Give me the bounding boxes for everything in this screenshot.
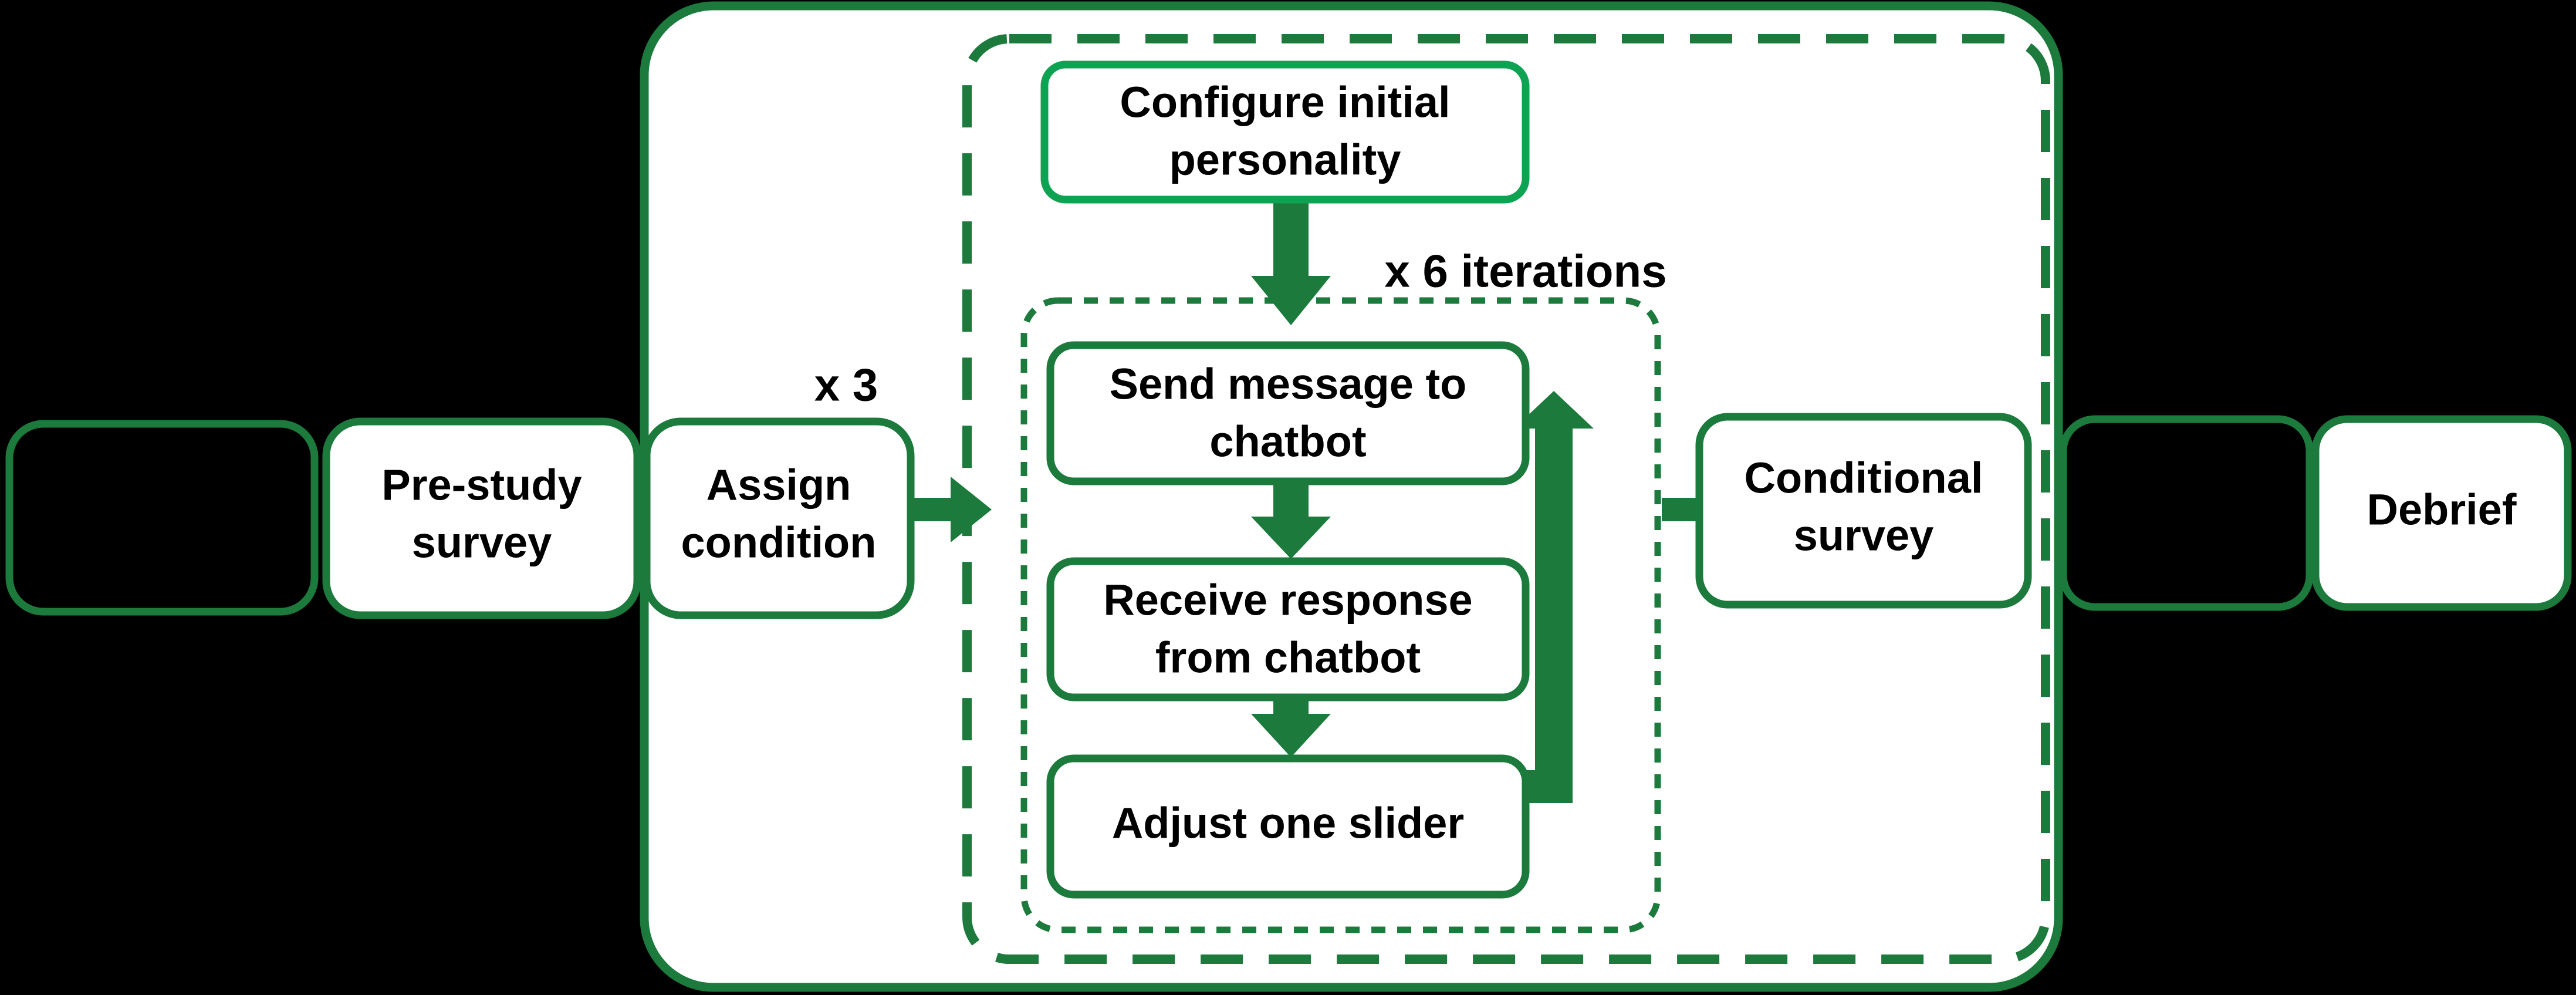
send-message-to-chatbot-label-line1: Send message to xyxy=(1110,360,1467,409)
annotation-x3: x 3 xyxy=(814,359,878,411)
configure-initial-personality-label-line1: Configure initial xyxy=(1120,78,1450,127)
empty-left-box xyxy=(5,420,319,616)
node-send-message-to-chatbot[interactable]: Send message to chatbot xyxy=(1046,341,1530,485)
send-message-to-chatbot-label-line2: chatbot xyxy=(1209,417,1366,466)
empty-right-box xyxy=(2059,415,2314,611)
adjust-one-slider-label: Adjust one slider xyxy=(1112,799,1464,848)
pre-study-survey-label-line2: survey xyxy=(412,518,552,567)
configure-initial-personality-box[interactable] xyxy=(1040,60,1530,204)
node-empty-right xyxy=(2059,415,2314,611)
arrow-assign-to-loop xyxy=(911,477,992,542)
conditional-survey-label-line1: Conditional xyxy=(1745,454,1983,502)
assign-condition-label-line1: Assign xyxy=(706,461,851,510)
node-receive-response-from-chatbot[interactable]: Receive response from chatbot xyxy=(1046,557,1530,701)
configure-initial-personality-label-line2: personality xyxy=(1169,136,1401,184)
arrow-configure-to-send xyxy=(1251,197,1331,325)
pre-study-survey-label-line1: Pre-study xyxy=(381,461,582,510)
annotation-x6-iterations: x 6 iterations xyxy=(1384,245,1666,297)
send-message-to-chatbot-box[interactable] xyxy=(1046,341,1530,485)
arrow-receive-to-adjust xyxy=(1251,676,1331,757)
debrief-box[interactable] xyxy=(2311,415,2572,611)
node-adjust-one-slider[interactable]: Adjust one slider xyxy=(1046,754,1530,899)
node-empty-left xyxy=(5,420,319,616)
assign-condition-box[interactable] xyxy=(643,417,915,619)
pre-study-survey-box[interactable] xyxy=(322,417,641,619)
node-configure-initial-personality[interactable]: Configure initial personality xyxy=(1040,60,1530,204)
conditional-survey-label-line2: survey xyxy=(1794,511,1934,560)
receive-response-from-chatbot-label-line2: from chatbot xyxy=(1155,633,1421,682)
receive-response-from-chatbot-box[interactable] xyxy=(1046,557,1530,701)
receive-response-from-chatbot-label-line1: Receive response xyxy=(1103,576,1472,625)
node-assign-condition[interactable]: Assign condition xyxy=(643,417,915,619)
node-conditional-survey[interactable]: Conditional survey xyxy=(1695,413,2032,609)
arrow-send-to-receive xyxy=(1251,480,1331,559)
debrief-label: Debrief xyxy=(2367,485,2517,534)
adjust-one-slider-box[interactable] xyxy=(1046,754,1530,899)
node-pre-study-survey[interactable]: Pre-study survey xyxy=(322,417,641,619)
conditional-survey-box[interactable] xyxy=(1695,413,2032,609)
node-debrief[interactable]: Debrief xyxy=(2311,415,2572,611)
assign-condition-label-line2: condition xyxy=(681,518,877,567)
arrow-adjust-back-to-send xyxy=(1514,391,1594,803)
